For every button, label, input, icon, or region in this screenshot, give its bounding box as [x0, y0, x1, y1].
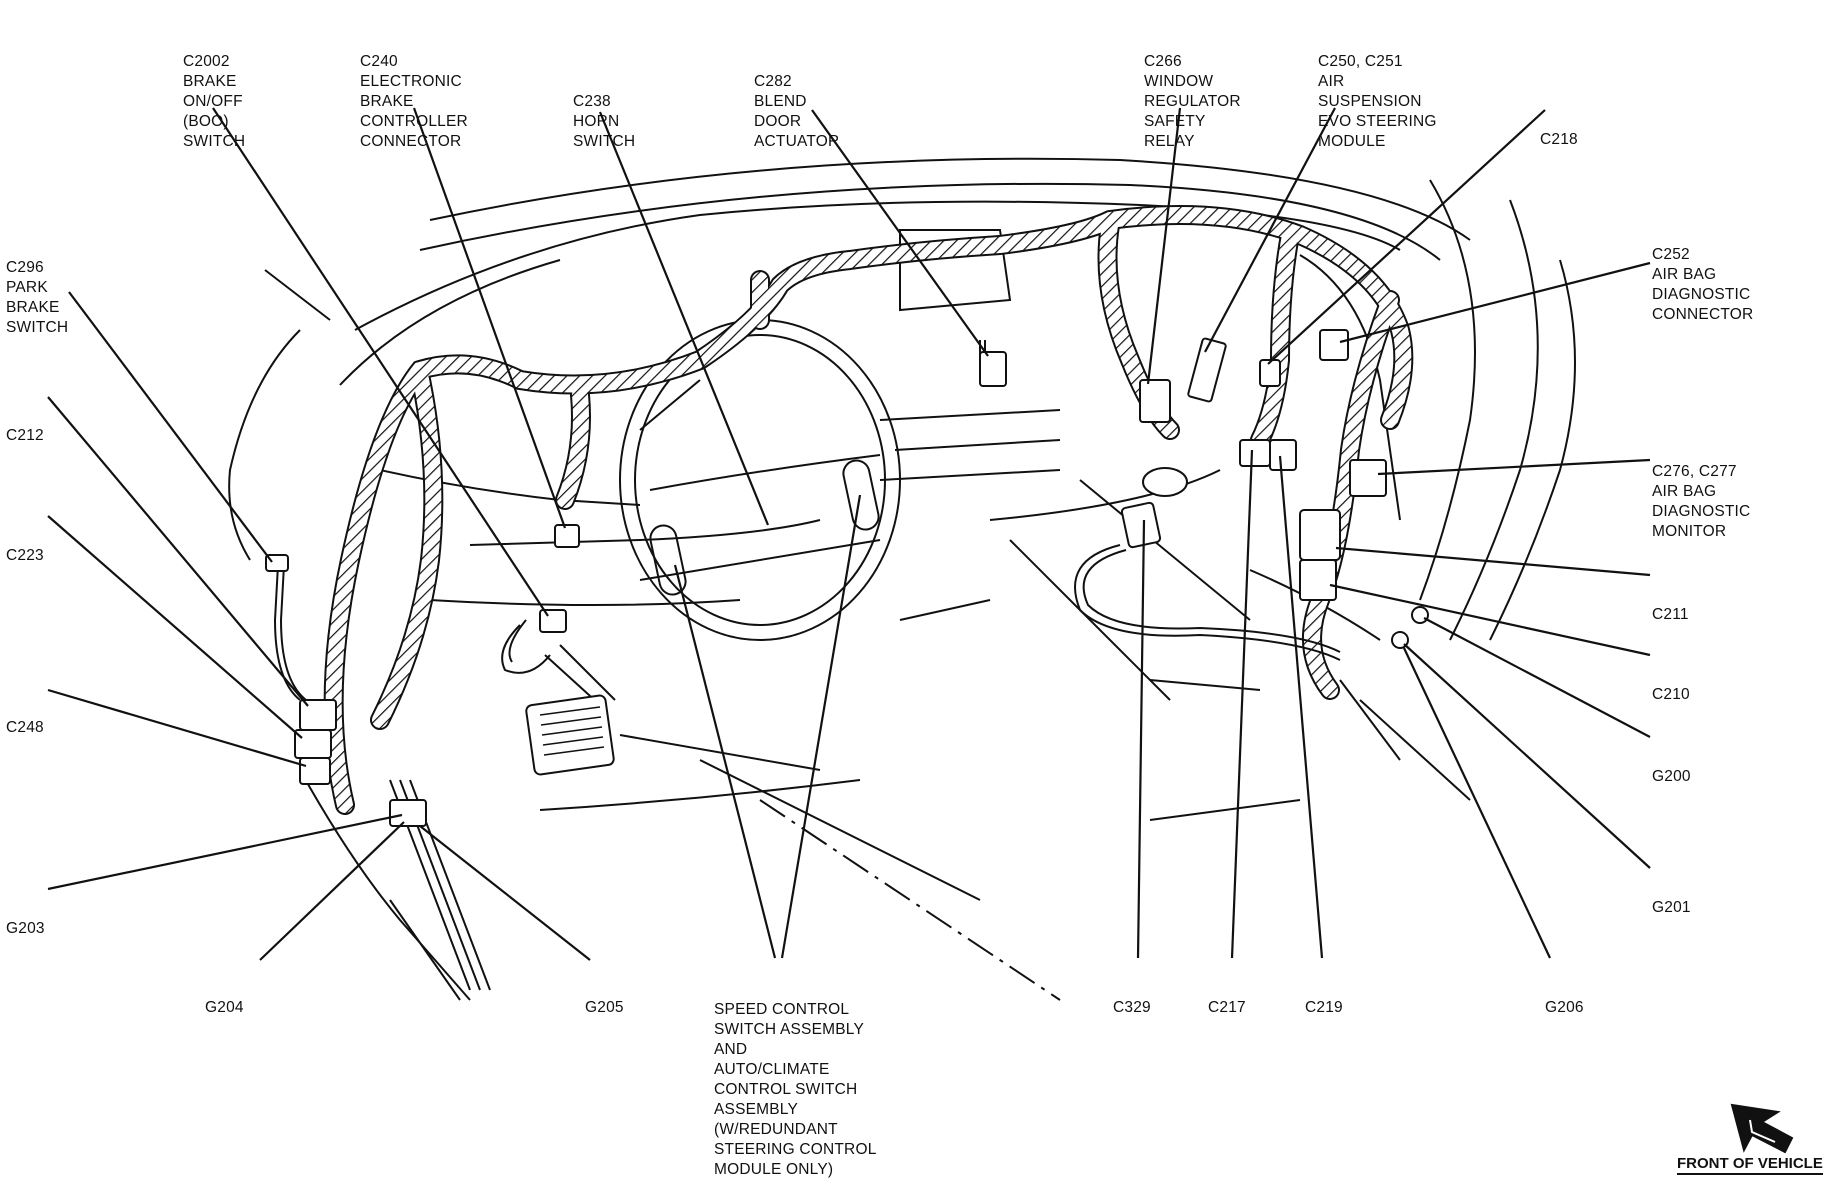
leader-c238 [598, 111, 770, 526]
label-g206: G206 [1545, 999, 1584, 1016]
vent-c329 [1142, 467, 1188, 497]
front-of-vehicle-arrow-icon [1730, 1103, 1794, 1154]
leader-g206 [1403, 647, 1551, 959]
leader-speed-control-a [673, 564, 777, 959]
label-c211: C211 [1652, 606, 1689, 623]
connector-c219 [1269, 439, 1297, 471]
leader-c282 [811, 109, 989, 357]
leader-c200 [1423, 617, 1651, 738]
label-c212: C212 [6, 427, 44, 444]
connector-c296 [265, 554, 289, 572]
ground-cluster-left [389, 799, 427, 827]
connector-c276-c277 [1349, 459, 1387, 497]
connector-c248 [299, 757, 331, 785]
leader-c218 [1267, 109, 1546, 365]
connector-c2002 [539, 609, 567, 633]
leader-c211 [1335, 546, 1651, 577]
label-c248: C248 [6, 719, 44, 736]
leader-g204 [259, 821, 405, 961]
leader-g205 [419, 825, 591, 961]
leader-c248 [47, 688, 307, 768]
leader-c252 [1339, 261, 1651, 344]
front-of-vehicle-label: FRONT OF VEHICLE [1677, 1155, 1823, 1175]
brake-pedal [525, 644, 616, 776]
connector-c218 [1259, 359, 1281, 387]
label-g203: G203 [6, 920, 45, 937]
label-c219: C219 [1305, 999, 1343, 1016]
label-c217: C217 [1208, 999, 1246, 1016]
connector-c282 [979, 351, 1007, 387]
leader-c329 [1136, 519, 1146, 959]
leader-c266 [1146, 107, 1182, 385]
label-c218: C218 [1540, 131, 1578, 148]
wiring-harness [323, 205, 1414, 815]
leader-c296 [68, 291, 273, 563]
leader-c2002 [212, 107, 549, 617]
connector-c250-c251 [1187, 337, 1227, 403]
leader-g203 [47, 813, 403, 891]
label-c223: C223 [6, 547, 44, 564]
label-g205: G205 [585, 999, 624, 1016]
connector-c210 [1299, 559, 1337, 601]
label-c329: C329 [1113, 999, 1151, 1016]
connector-c252 [1319, 329, 1349, 361]
label-g201: G201 [1652, 899, 1691, 916]
leader-c210 [1329, 583, 1651, 657]
connector-c217 [1239, 439, 1271, 467]
leader-lines [47, 107, 1651, 961]
leader-c223 [47, 515, 303, 739]
label-c210: C210 [1652, 686, 1690, 703]
leader-c276-c277 [1377, 458, 1651, 476]
connectors [265, 329, 1429, 827]
leader-c212 [47, 396, 309, 707]
leader-c219 [1278, 455, 1324, 959]
label-g204: G204 [205, 999, 244, 1016]
leader-c250-c251 [1204, 107, 1336, 353]
leader-g201 [1403, 643, 1651, 869]
connector-c329 [1120, 501, 1162, 549]
connector-c240 [554, 524, 580, 548]
connector-c266 [1139, 379, 1171, 423]
leader-c240 [412, 107, 567, 529]
connector-c211 [1299, 509, 1341, 561]
connector-c223 [294, 729, 332, 759]
leader-speed-control-b [780, 494, 862, 959]
ground-g200 [1411, 606, 1429, 624]
dashboard-outline [228, 157, 1576, 1001]
label-g200: G200 [1652, 768, 1691, 785]
leader-c217 [1230, 449, 1254, 959]
